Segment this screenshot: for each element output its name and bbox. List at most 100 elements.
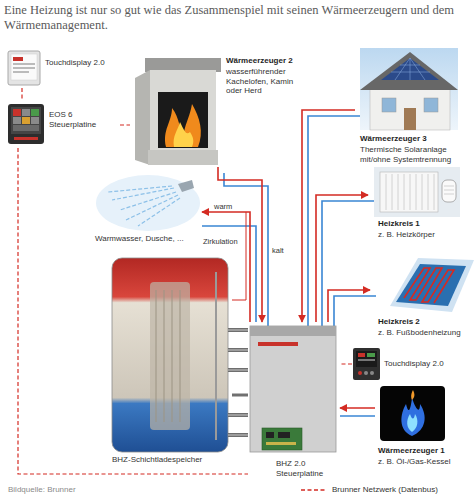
legend-line-sample bbox=[300, 484, 328, 496]
storage-tank-box: BHZ-Schichtladespeicher bbox=[108, 255, 232, 470]
control-unit-illustration bbox=[278, 432, 290, 438]
control-board-device bbox=[22, 109, 30, 116]
control-board-device bbox=[8, 104, 44, 144]
floor-heating-illustration bbox=[390, 258, 474, 312]
node-text: Thermische Solaranlage mit/ohne Systemtr… bbox=[360, 145, 472, 164]
touchdisplay-device bbox=[364, 371, 368, 375]
touchdisplay-device bbox=[358, 359, 375, 361]
node-heading: Heizkreis 1 bbox=[378, 219, 472, 229]
control-board-box: EOS 6 Steuerplatine bbox=[5, 100, 120, 148]
solar-house-illustration bbox=[381, 58, 439, 80]
pipe-label: kalt bbox=[272, 246, 284, 255]
touchdisplay-device bbox=[370, 371, 374, 375]
control-board-device bbox=[13, 125, 39, 131]
node-text: Warmwasser, Dusche, ... bbox=[95, 234, 200, 244]
data-bus-line bbox=[21, 88, 22, 100]
shower-illustration bbox=[108, 186, 180, 226]
control-board-device bbox=[11, 107, 41, 134]
burner-flame-illustration bbox=[401, 398, 424, 436]
storage-tank-illustration bbox=[112, 258, 228, 452]
storage-tank-illustration bbox=[112, 258, 248, 452]
solar-house-illustration bbox=[424, 98, 438, 112]
burner-flame-illustration bbox=[380, 386, 445, 441]
radiator-illustration bbox=[380, 172, 438, 212]
control-unit-illustration bbox=[262, 428, 302, 450]
pipe-label: warm bbox=[214, 202, 232, 211]
storage-tank-illustration bbox=[150, 282, 190, 430]
data-bus-line bbox=[340, 363, 352, 364]
touchdisplay-box: Touchdisplay 2.0 bbox=[5, 48, 125, 88]
touchdisplay-device bbox=[8, 51, 40, 85]
return-pipe-line bbox=[334, 296, 376, 328]
floor-heating-illustration bbox=[396, 264, 466, 306]
legend-text: Brunner Netzwerk (Datenbus) bbox=[332, 485, 438, 495]
solar-house-illustration bbox=[370, 86, 450, 130]
solar-house-illustration bbox=[404, 108, 416, 130]
heating-circuit-box: Heizkreis 1z. B. Heizkörper bbox=[368, 165, 474, 243]
solar-house-illustration bbox=[382, 98, 396, 112]
solar-house-illustration bbox=[391, 58, 430, 80]
heating-pipe bbox=[232, 394, 248, 397]
touchdisplay-device bbox=[358, 353, 365, 357]
solar-house-illustration bbox=[360, 48, 458, 130]
legend-line-sample bbox=[301, 489, 327, 490]
node-heading: EOS 6 Steuerplatine bbox=[49, 110, 113, 129]
cold-water-pipe bbox=[202, 226, 256, 322]
fireplace-illustration bbox=[135, 58, 221, 165]
fireplace-illustration bbox=[145, 58, 221, 72]
control-board-device bbox=[8, 104, 44, 144]
touchdisplay-device bbox=[11, 54, 37, 80]
node-text: BHZ-Schichtladespeicher bbox=[112, 455, 230, 465]
control-board-device bbox=[14, 137, 38, 140]
data-bus-line bbox=[120, 124, 130, 125]
fireplace-illustration bbox=[135, 70, 150, 165]
touchdisplay-device bbox=[13, 57, 23, 61]
touchdisplay-device bbox=[356, 351, 377, 367]
control-unit-illustration bbox=[258, 342, 298, 346]
control-board-device bbox=[13, 109, 21, 116]
burner-flame-illustration bbox=[407, 414, 417, 432]
shower-illustration bbox=[96, 175, 200, 231]
radiator-illustration bbox=[386, 174, 434, 210]
fireplace-illustration bbox=[165, 104, 201, 147]
storage-tank-illustration bbox=[228, 330, 248, 435]
shower-illustration bbox=[96, 175, 200, 231]
node-heading: Wärmeerzeuger 1 bbox=[378, 446, 473, 456]
burner-flame-illustration bbox=[380, 386, 445, 441]
fireplace-illustration bbox=[150, 70, 216, 165]
control-unit-illustration bbox=[250, 326, 336, 452]
return-pipes bbox=[224, 116, 376, 416]
solar-house-illustration bbox=[360, 52, 458, 90]
solar-house-illustration bbox=[360, 48, 458, 130]
heat-source-box: Wärmeerzeuger 1z. B. Öl-/Gas-Kessel bbox=[375, 386, 473, 474]
image-credit: Bildquelle: Brunner bbox=[8, 485, 76, 495]
control-unit-illustration bbox=[266, 442, 296, 445]
data-bus-line bbox=[18, 148, 248, 474]
control-unit-box: BHZ 2.0 Steuerplatine bbox=[248, 322, 340, 480]
touchdisplay-device bbox=[367, 353, 375, 357]
diagram-title: Eine Heizung ist nur so gut wie das Zusa… bbox=[4, 3, 472, 33]
touchdisplay-device bbox=[13, 67, 35, 69]
touchdisplay-device bbox=[358, 371, 362, 375]
radiator-illustration bbox=[442, 180, 456, 202]
control-board-device bbox=[22, 117, 30, 124]
heating-circuit-box: Heizkreis 2z. B. Fußbodenheizung bbox=[370, 255, 475, 342]
touchdisplay-device bbox=[13, 71, 29, 73]
control-unit-illustration bbox=[250, 326, 336, 336]
node-heading: Wärmeerzeuger 3 bbox=[360, 134, 472, 144]
node-text: z. B. Heizkörper bbox=[378, 230, 472, 240]
radiator-illustration bbox=[444, 186, 454, 194]
pipe-label: Zirkulation bbox=[203, 237, 238, 246]
fireplace-illustration bbox=[158, 92, 208, 148]
pipe-decoration bbox=[202, 212, 256, 322]
node-text: z. B. Fußbodenheizung bbox=[378, 328, 473, 338]
heating-pipe bbox=[202, 212, 250, 322]
connectors bbox=[18, 88, 375, 474]
node-text: wasserführender Kachelofen, Kamin oder H… bbox=[226, 67, 300, 96]
storage-tank-illustration bbox=[228, 330, 248, 435]
node-heading: Heizkreis 2 bbox=[378, 317, 473, 327]
return-pipe-line bbox=[322, 201, 374, 328]
control-board-device bbox=[31, 117, 39, 124]
